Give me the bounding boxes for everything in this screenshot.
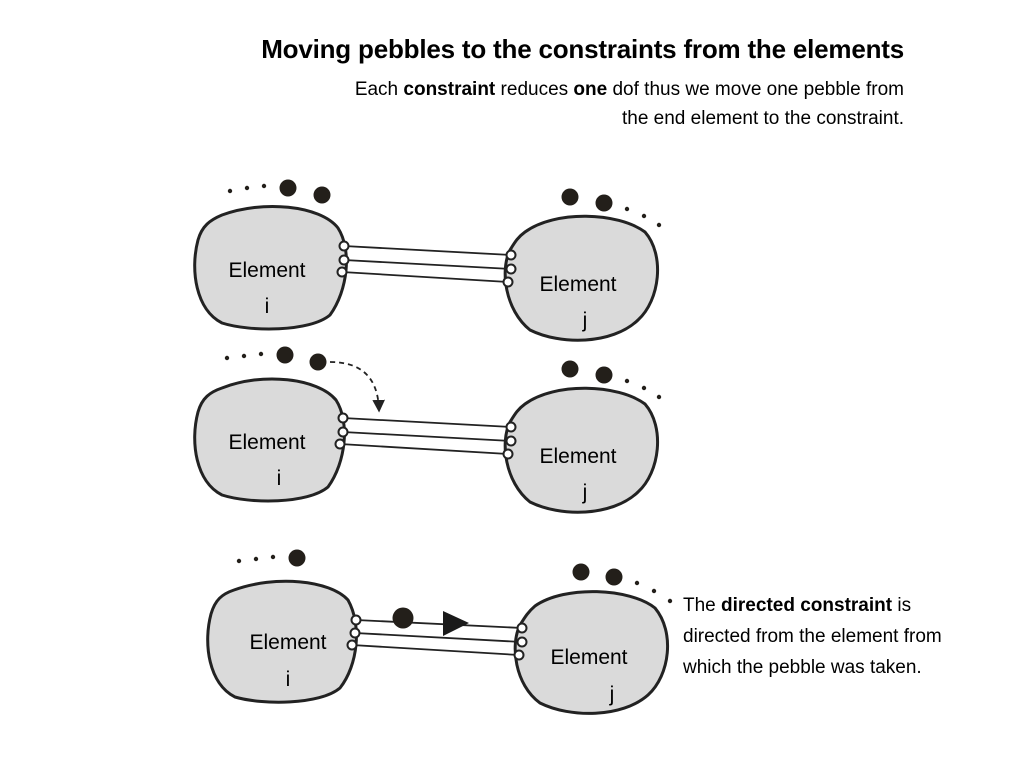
pebble-icon — [392, 607, 414, 629]
ellipsis-dot — [634, 580, 640, 586]
dashed-curved-arrow-icon — [329, 361, 385, 413]
pebble-icon — [276, 346, 294, 364]
note-bold-term: directed constraint — [721, 595, 893, 616]
joint-circle — [516, 622, 528, 634]
pebble-icon — [561, 360, 579, 378]
joint-circle — [516, 636, 528, 648]
element-j-index: j — [609, 683, 615, 706]
constraint-bar — [343, 259, 512, 270]
constraint-bar — [354, 632, 523, 643]
ellipsis-dot — [667, 598, 673, 604]
ellipsis-dot — [253, 556, 259, 562]
ellipsis-dot — [241, 353, 247, 359]
joint-circle — [505, 263, 517, 275]
ellipsis-dot — [624, 206, 630, 212]
subtitle-bold-one: one — [573, 79, 608, 100]
pebble-icon — [309, 353, 327, 371]
ellipsis-dot — [624, 378, 630, 384]
joint-circle — [338, 240, 350, 252]
pebble-icon — [605, 568, 623, 586]
slide-subtitle: Each constraint reduces one dof thus we … — [344, 75, 904, 133]
element-j-index: j — [582, 481, 588, 504]
note-text-2: is directed from the element from which … — [683, 595, 942, 678]
joint-circle — [346, 639, 358, 651]
constraint-bar — [351, 644, 520, 656]
joint-circle — [513, 649, 525, 661]
element-i-blob — [193, 205, 348, 331]
directed-constraint-note: The directed constraint is directed from… — [683, 590, 983, 683]
constraint-bar — [339, 443, 509, 455]
ellipsis-dot — [244, 185, 250, 191]
element-i-name: Element — [249, 631, 326, 654]
ellipsis-dot — [641, 213, 647, 219]
subtitle-text-2: reduces — [495, 79, 574, 100]
joint-circle — [505, 435, 517, 447]
subtitle-text-3: dof thus we move one pebble from the end… — [607, 79, 904, 129]
diagram-2: Element i Element j — [193, 346, 662, 514]
pebble-icon — [288, 549, 306, 567]
pebble-icon — [595, 366, 613, 384]
element-j-index: j — [582, 309, 588, 332]
ellipsis-dot — [258, 351, 264, 357]
pebble-icon — [313, 186, 331, 204]
ellipsis-dot — [270, 554, 276, 560]
element-i-blob — [206, 579, 358, 704]
joint-circle — [502, 448, 514, 460]
constraint-bar — [342, 431, 512, 442]
constraint-bar — [342, 417, 512, 428]
pebble-icon — [595, 194, 613, 212]
element-i-index: i — [286, 668, 291, 691]
joint-circle — [350, 614, 362, 626]
pebble-icon — [561, 188, 579, 206]
constraint-bar — [341, 271, 509, 283]
subtitle-text-1: Each — [354, 79, 404, 100]
arrow-triangle-icon — [443, 611, 469, 636]
joint-circle — [502, 276, 514, 288]
element-i-index: i — [277, 467, 282, 490]
joint-circle — [334, 438, 346, 450]
element-j-name: Element — [539, 445, 616, 468]
element-i-name: Element — [228, 259, 305, 282]
pebble-icon — [572, 563, 590, 581]
constraint-bar — [355, 619, 523, 629]
constraint-bar — [343, 245, 512, 256]
pebble-icon — [279, 179, 297, 197]
note-text-1: The — [683, 595, 722, 616]
subtitle-bold-constraint: constraint — [403, 79, 496, 100]
element-i-index: i — [265, 295, 270, 318]
joint-circle — [505, 421, 517, 433]
diagram-1: Element i Element j — [193, 179, 662, 342]
ellipsis-dot — [236, 558, 242, 564]
ellipsis-dot — [261, 183, 267, 189]
joint-circle — [349, 627, 361, 639]
joint-circle — [337, 426, 349, 438]
ellipsis-dot — [641, 385, 647, 391]
joint-circle — [336, 266, 348, 278]
ellipsis-dot — [651, 588, 657, 594]
ellipsis-dot — [227, 188, 233, 194]
element-i-blob — [193, 377, 346, 503]
ellipsis-dot — [656, 394, 662, 400]
diagram-3: Element i Element j — [206, 549, 673, 715]
element-j-name: Element — [550, 646, 627, 669]
element-i-name: Element — [228, 431, 305, 454]
element-j-name: Element — [539, 273, 616, 296]
joint-circle — [337, 412, 349, 424]
slide-title: Moving pebbles to the constraints from t… — [261, 34, 904, 64]
joint-circle — [338, 254, 350, 266]
ellipsis-dot — [224, 355, 230, 361]
joint-circle — [505, 249, 517, 261]
ellipsis-dot — [656, 222, 662, 228]
